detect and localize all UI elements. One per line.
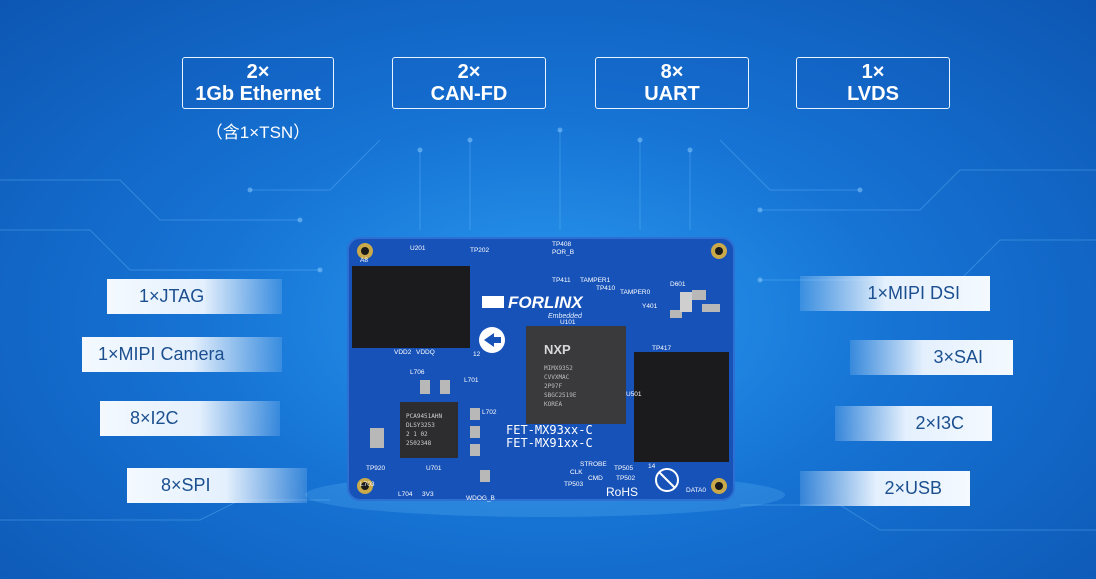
feature-can-fd: 2× CAN-FD (392, 57, 546, 109)
model-line-1: FET-MX93xx-C (506, 423, 593, 437)
som-board: NXP MIMX9352 CVVXMAC 2P97F SBGC2519E KOR… (347, 237, 735, 502)
brand-text: FORLINX (508, 293, 584, 312)
feature-uart: 8× UART (595, 57, 749, 109)
passive-component (670, 310, 682, 318)
soc-chip (526, 326, 626, 424)
mount-hole-center (361, 482, 369, 490)
silk-l701: L701 (464, 377, 479, 384)
silk-tp503: TP503 (564, 481, 584, 488)
soc-line-5: KOREA (544, 401, 562, 408)
passive-component (692, 290, 706, 300)
pb-free-icon (655, 468, 679, 492)
silk-wdog-b: WDOG_B (466, 495, 495, 502)
silk-tp920: TP920 (366, 465, 386, 472)
feature-usb: 2×USB (800, 471, 970, 506)
silk-tamper0: TAMPER0 (620, 289, 651, 296)
brand-sub-text: Embedded (548, 313, 583, 320)
silk-l704: L704 (398, 491, 413, 498)
forlinx-logo-mark (482, 296, 504, 308)
passive-component (702, 304, 720, 312)
passive-component (370, 428, 384, 448)
feature-lvds: 1× LVDS (796, 57, 950, 109)
silk-a8: A8 (360, 257, 368, 264)
silk-tp202: TP202 (470, 247, 490, 254)
soc-logo: NXP (544, 342, 571, 357)
silk-12: 12 (473, 351, 481, 358)
feature-mipi-camera: 1×MIPI Camera (82, 337, 282, 372)
silk-tp408: TP408 (552, 241, 572, 248)
pb-free-icon-slash (658, 471, 676, 489)
tsn-note: （含1×TSN） (205, 123, 311, 142)
mount-hole-center (361, 247, 369, 255)
silk-3v3: 3V3 (422, 491, 434, 498)
feature-i3c: 2×I3C (835, 406, 992, 441)
crystal (680, 292, 692, 312)
passive-component (440, 380, 450, 394)
feature-sai: 3×SAI (850, 340, 1013, 375)
soc-line-4: SBGC2519E (544, 392, 577, 399)
silk-tp502: TP502 (616, 475, 636, 482)
silk-cmd: CMD (588, 475, 603, 482)
silk-u201: U201 (410, 245, 426, 252)
silk-l706: L706 (410, 369, 425, 376)
silk-tp417: TP417 (652, 345, 672, 352)
silk-tp410: TP410 (596, 285, 616, 292)
feature-i2c: 8×I2C (100, 401, 280, 436)
silk-14: 14 (648, 463, 656, 470)
model-line-2: FET-MX91xx-C (506, 436, 593, 450)
silk-clk: CLK (570, 469, 583, 476)
rohs-mark: RoHS (606, 485, 638, 499)
passive-component (480, 470, 490, 482)
silk-strobe: STROBE (580, 461, 607, 468)
feature-jtag: 1×JTAG (107, 279, 282, 314)
silk-data0: DATA0 (686, 487, 706, 494)
emmc-chip (634, 352, 729, 462)
silk-d601: D601 (670, 281, 686, 288)
feature-spi: 8×SPI (127, 468, 307, 503)
arrow-left-icon (484, 333, 501, 347)
feature-mipi-dsi: 1×MIPI DSI (800, 276, 990, 311)
silk-y401: Y401 (642, 303, 658, 310)
passive-component (470, 444, 480, 456)
soc-line-1: MIMX9352 (544, 365, 573, 372)
silk-tamper1: TAMPER1 (580, 277, 611, 284)
silk-u501: U501 (626, 391, 642, 398)
silk-vddq: VDDQ (416, 349, 435, 356)
silk-u101: U101 (560, 319, 576, 326)
forlinx-logo: FORLINX Embedded (482, 293, 584, 320)
mount-hole-center (715, 247, 723, 255)
mount-hole-center (715, 482, 723, 490)
memory-chip-left (352, 266, 470, 348)
silk-por-b: POR_B (552, 249, 574, 256)
silk-l703: L703 (360, 481, 375, 488)
pmic-line-1: PCA9451AHN (406, 413, 443, 420)
silk-tp411: TP411 (552, 277, 571, 284)
pmic-line-4: 2502348 (406, 440, 432, 447)
passive-component (420, 380, 430, 394)
silk-vdd2: VDD2 (394, 349, 412, 356)
soc-line-3: 2P97F (544, 383, 562, 390)
pmic-line-3: 2 1 02 (406, 431, 428, 438)
silk-l702: L702 (482, 409, 497, 416)
silk-u701: U701 (426, 465, 442, 472)
pmic-line-2: DLSY3253 (406, 422, 435, 429)
feature-ethernet: 2× 1Gb Ethernet (182, 57, 334, 109)
passive-components (370, 290, 720, 482)
passive-component (470, 408, 480, 420)
pmic-chip (400, 402, 458, 458)
soc-line-2: CVVXMAC (544, 374, 570, 381)
passive-component (470, 426, 480, 438)
silk-tp505: TP505 (614, 465, 634, 472)
